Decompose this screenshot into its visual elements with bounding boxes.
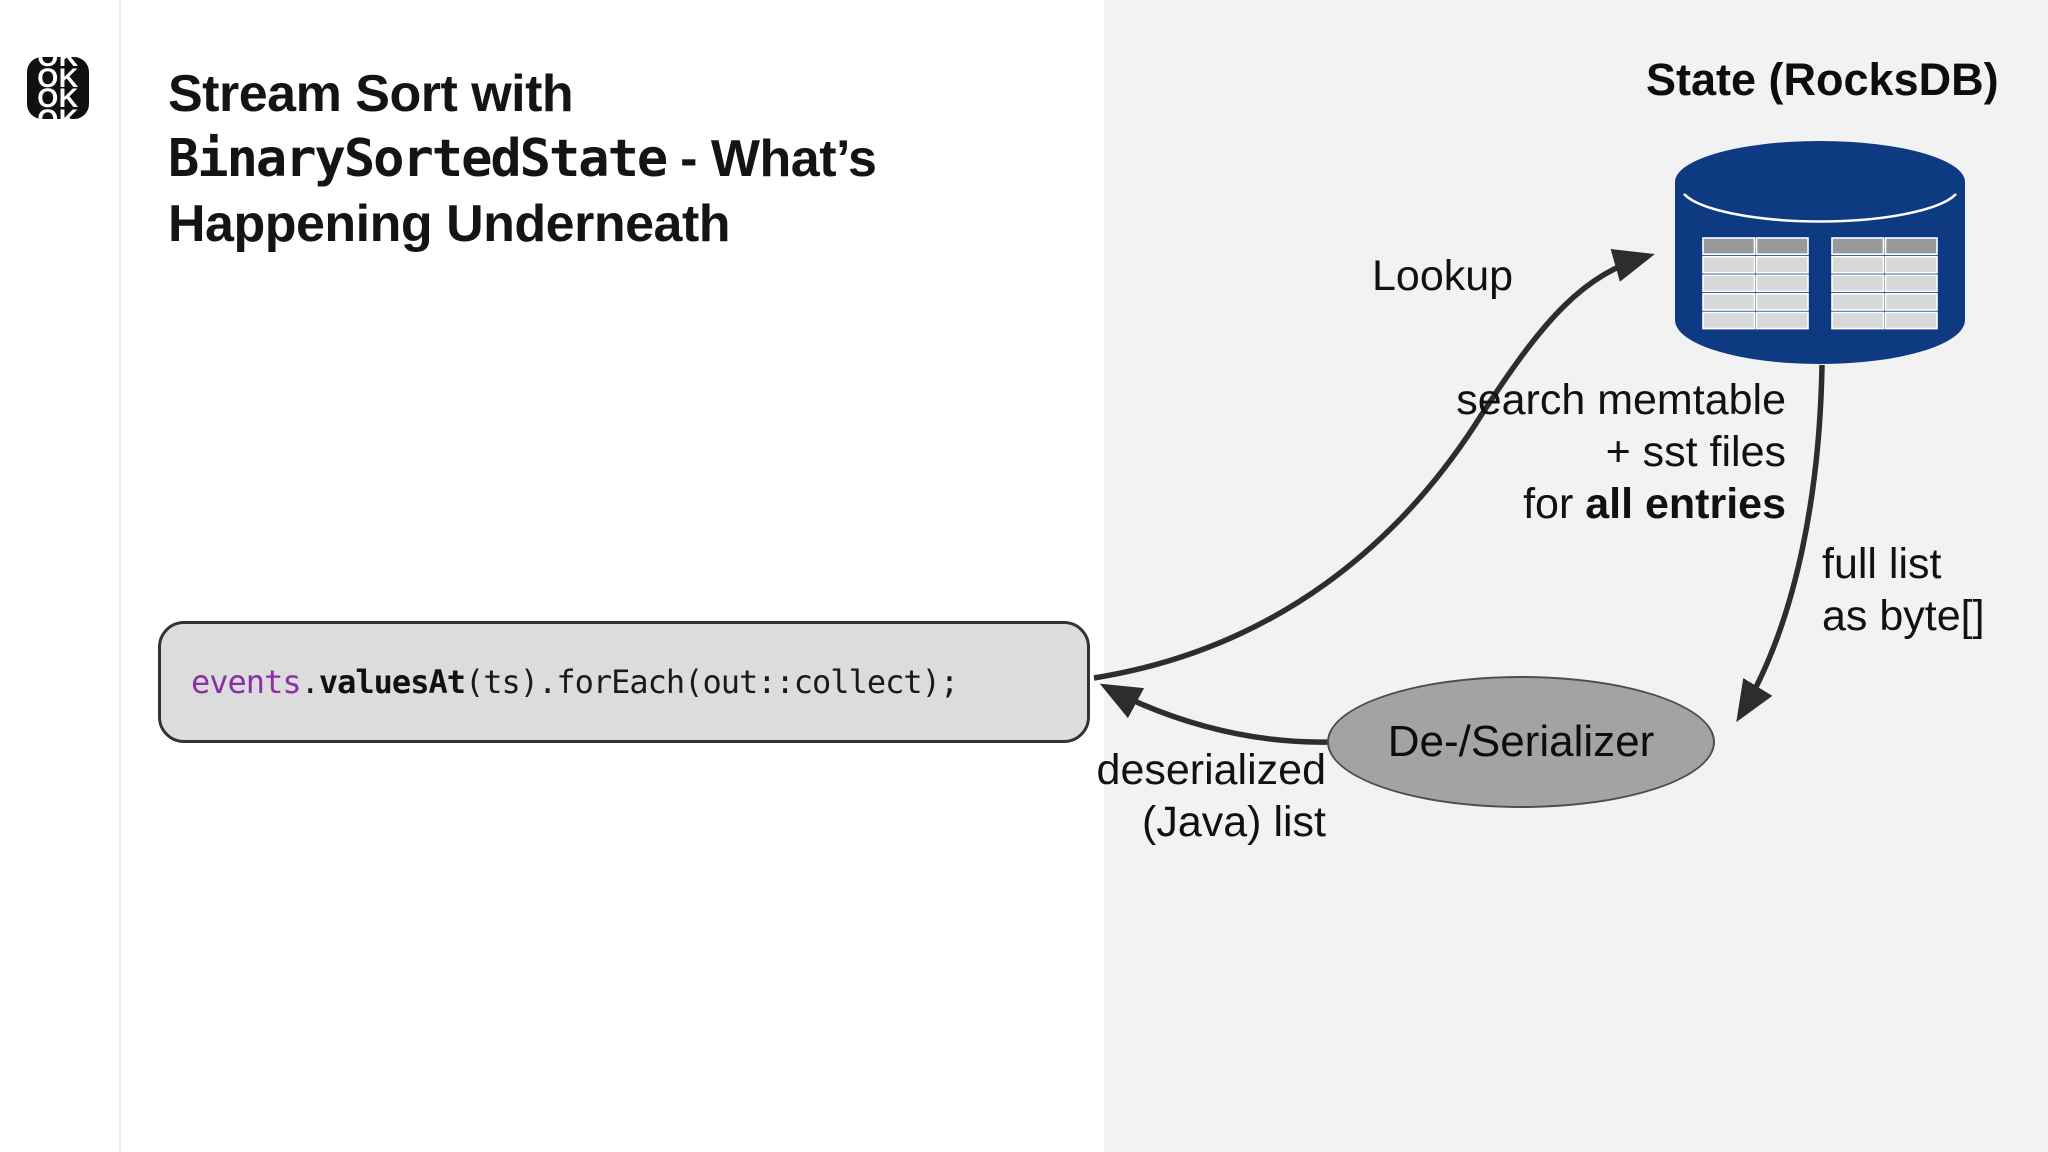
fulllist-note-line2: as byte[] — [1822, 592, 1985, 640]
memtable-note-line3-bold: all entries — [1585, 480, 1786, 528]
slide-title-line3: Happening Underneath — [168, 195, 731, 253]
lookup-label: Lookup — [1372, 252, 1514, 300]
fulllist-note-line1: full list — [1822, 540, 1942, 588]
slide-title-line1: Stream Sort with — [168, 65, 574, 123]
code-token-rest: (ts).forEach(out::collect); — [464, 663, 959, 701]
code-token-events: events — [191, 663, 302, 701]
deserialized-note-line2: (Java) list — [1142, 798, 1326, 846]
memtable-note-line1: search memtable — [1456, 376, 1786, 424]
deserialized-note: deserialized (Java) list — [1097, 744, 1326, 848]
slide-title-line2: BinarySortedState - What’s — [168, 127, 1068, 192]
memtable-note-line3: for all entries — [1456, 478, 1786, 530]
code-snippet: events.valuesAt(ts).forEach(out::collect… — [191, 663, 959, 701]
code-snippet-box: events.valuesAt(ts).forEach(out::collect… — [158, 621, 1090, 743]
ok-logo-pattern: OK OK OK OK — [37, 57, 79, 119]
state-rocksdb-title: State (RocksDB) — [1646, 54, 1999, 105]
slide-title: Stream Sort with BinarySortedState - Wha… — [168, 62, 1068, 257]
left-rail-divider — [119, 0, 121, 1152]
code-token-dot: . — [300, 663, 320, 701]
deserializer-ellipse: De-/Serializer — [1327, 676, 1715, 808]
code-token-valuesat: valuesAt — [318, 663, 466, 701]
logo-row: OK — [37, 62, 79, 93]
deserialized-note-line1: deserialized — [1096, 746, 1326, 794]
memtable-note-line3-prefix: for — [1523, 480, 1586, 528]
slide-title-code-part: BinarySortedState — [168, 129, 668, 189]
memtable-note: search memtable + sst files for all entr… — [1456, 374, 1786, 530]
logo-row: OK — [37, 57, 79, 72]
deserializer-label: De-/Serializer — [1387, 717, 1655, 766]
fulllist-note: full list as byte[] — [1822, 538, 1985, 642]
memtable-note-line2: + sst files — [1605, 428, 1786, 476]
logo-row: OK — [37, 103, 79, 119]
ok-logo: OK OK OK OK — [27, 57, 89, 119]
slide-title-line2-rest: - What’s — [666, 130, 877, 188]
logo-row: OK — [37, 83, 79, 113]
